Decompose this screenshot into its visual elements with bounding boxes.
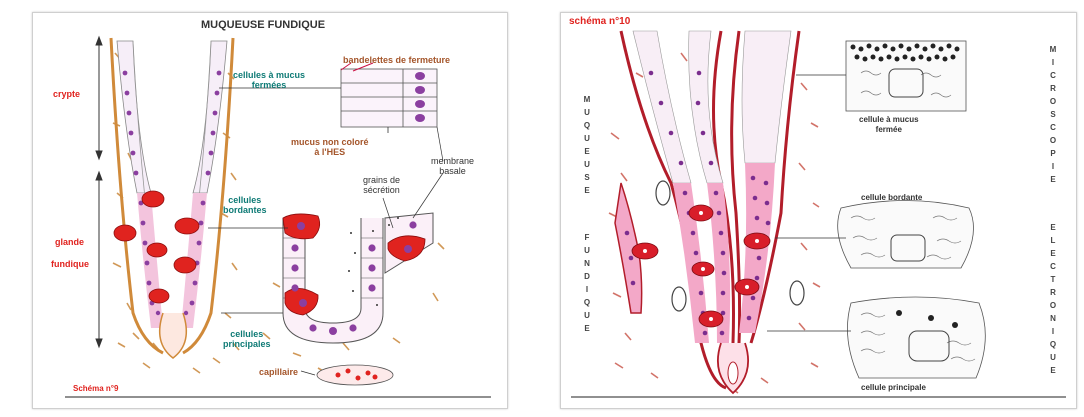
cellule-principale-label: cellule principale (861, 383, 926, 393)
crypte-label: crypte (53, 89, 80, 99)
schema-9-panel: MUQUEUSE FUNDIQUE crypte glande fundique… (32, 12, 508, 409)
cellule-bordante-label: cellule bordante (861, 193, 922, 203)
capillaire-label: capillaire (259, 367, 298, 377)
gland-illustration-right (561, 13, 1076, 408)
schema-10-label: schéma n°10 (569, 17, 630, 27)
glande-label: glande (55, 237, 84, 247)
bandelettes-label: bandelettes de fermeture (343, 55, 450, 65)
fundique-label: fundique (51, 259, 89, 269)
diagram-title: MUQUEUSE FUNDIQUE (201, 20, 325, 30)
schema-9-label: Schéma n°9 (73, 384, 118, 394)
